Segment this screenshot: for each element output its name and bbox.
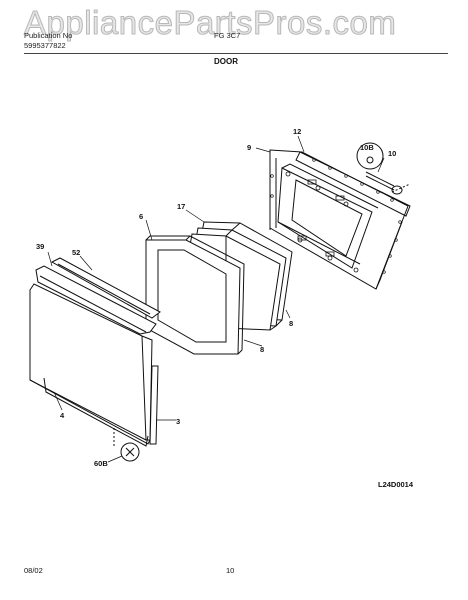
footer-page-number: 10 <box>226 566 235 575</box>
callout-9: 9 <box>247 143 251 152</box>
door-handle-trim <box>35 257 161 335</box>
diagram-code: L24D0014 <box>378 480 414 489</box>
callout-8-lower: 8 <box>260 345 264 354</box>
callout-8-upper: 8 <box>289 319 293 328</box>
callout-52: 52 <box>72 248 80 257</box>
callout-60b: 60B <box>94 459 108 468</box>
screw-10 <box>365 171 411 195</box>
callout-labels: 39 52 6 17 9 12 10B 10 8 8 4 3 60B <box>36 127 396 468</box>
footer-date: 08/02 <box>24 566 43 575</box>
callout-4: 4 <box>60 411 65 420</box>
watermark: AppliancePartsPros.com <box>23 4 397 42</box>
callout-12: 12 <box>293 127 301 136</box>
inner-door-liner <box>269 149 411 290</box>
screw-60b <box>113 428 140 462</box>
section-title: DOOR <box>214 57 238 66</box>
model-number: FG 3C7 <box>214 31 241 40</box>
side-trim <box>149 365 159 445</box>
publication-label: Publication No <box>24 31 73 40</box>
washer-10b <box>356 142 384 170</box>
callout-10: 10 <box>388 149 396 158</box>
callout-3: 3 <box>176 417 180 426</box>
publication-number: 5995377822 <box>24 41 66 50</box>
callout-39: 39 <box>36 242 44 251</box>
callout-10b: 10B <box>360 143 374 152</box>
header-rule <box>24 53 448 54</box>
callout-17: 17 <box>177 202 185 211</box>
door-frame <box>145 235 245 355</box>
callout-6: 6 <box>139 212 143 221</box>
